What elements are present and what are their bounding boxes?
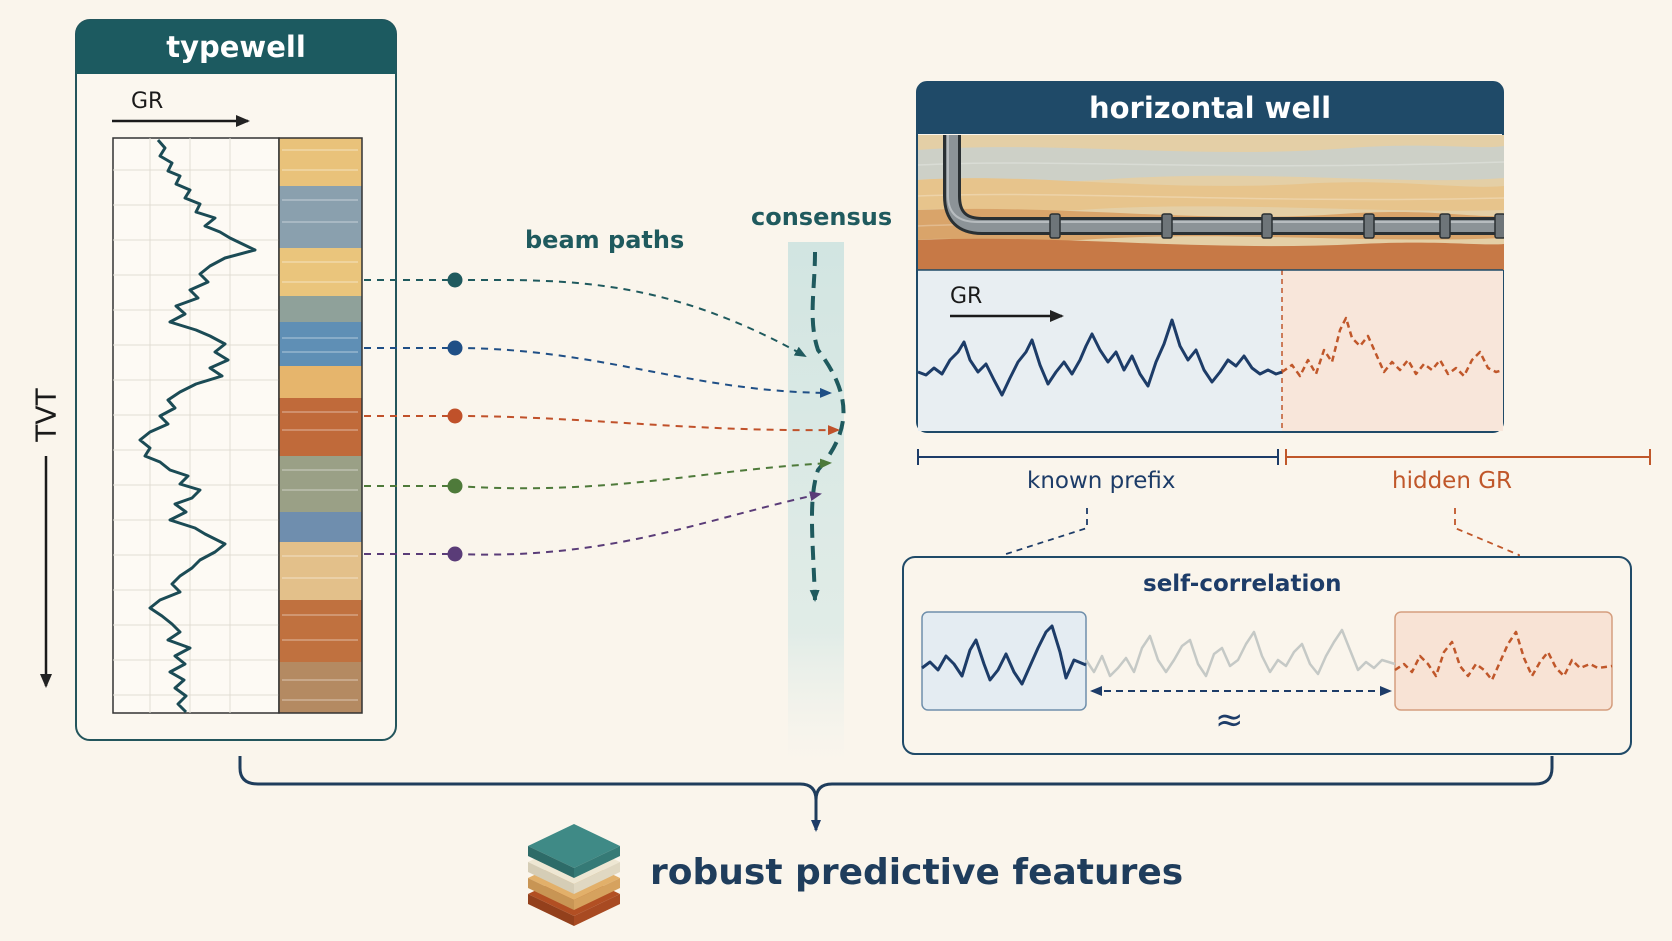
- hidden-gr-curve: [1281, 316, 1504, 378]
- beam-path-nodes: [447, 272, 463, 562]
- horizontal-well-header-bar: [917, 82, 1503, 134]
- typewell-strata-column: [278, 137, 363, 714]
- consensus-label: consensus: [751, 203, 893, 231]
- approx-symbol: ≈: [1215, 700, 1244, 740]
- beam-path-1: [364, 278, 807, 357]
- typewell-title: typewell: [166, 30, 306, 64]
- known-gr-curve: [917, 318, 1283, 397]
- beam-path-5: [364, 491, 822, 556]
- faded-correlation-curve: [1084, 628, 1396, 678]
- known-prefix-label: known prefix: [1027, 468, 1176, 494]
- beam-paths: [364, 278, 840, 556]
- tvt-label: TVT: [29, 388, 63, 442]
- typewell-grid: [113, 138, 279, 713]
- hidden-gr-bracket: [1285, 449, 1651, 465]
- hidden-window: [1394, 611, 1613, 711]
- layers-icon: [528, 824, 620, 926]
- known-prefix-bracket: [917, 449, 1279, 465]
- horizontal-well-title: horizontal well: [1088, 91, 1332, 125]
- typewell-gr-label: GR: [131, 89, 164, 114]
- hidden-gr-region: [1282, 270, 1503, 431]
- beam-path-4: [364, 458, 832, 490]
- typewell-log-track: [112, 137, 280, 714]
- beam-path-3: [364, 415, 840, 436]
- consensus-path: [809, 251, 846, 602]
- bottom-bracket: [238, 756, 1554, 801]
- horizontal-well-cross-section: [918, 135, 1504, 270]
- beam-path-2: [364, 347, 832, 398]
- self-correlation-title: self-correlation: [1143, 571, 1342, 597]
- horizontal-gr-label: GR: [950, 284, 983, 309]
- known-window-curve: [921, 624, 1087, 686]
- typewell-gr-curve: [138, 139, 257, 714]
- hidden-gr-label: hidden GR: [1392, 468, 1513, 494]
- output-label: robust predictive features: [650, 852, 1184, 893]
- beam-paths-label: beam paths: [525, 226, 685, 254]
- typewell-header-bar: [76, 20, 396, 74]
- consensus-band: [788, 242, 844, 762]
